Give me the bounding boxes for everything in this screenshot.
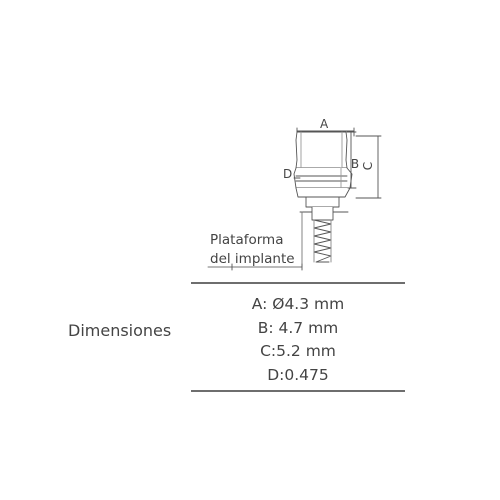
abutment-diagram: A B C D bbox=[207, 117, 382, 271]
dimensions-list: A: Ø4.3 mm B: 4.7 mm C:5.2 mm D:0.475 bbox=[191, 293, 405, 387]
top-divider bbox=[191, 282, 405, 284]
label-a: A bbox=[320, 117, 329, 131]
bottom-divider bbox=[191, 390, 405, 392]
platform-label-line-2: del implante bbox=[210, 251, 295, 267]
abutment-screw-shank bbox=[311, 206, 334, 221]
dimension-c-value: C:5.2 mm bbox=[260, 342, 336, 360]
platform-label-line-1: Plataforma bbox=[210, 232, 284, 248]
abutment-head bbox=[295, 131, 348, 169]
dimension-c-line bbox=[355, 135, 382, 199]
abutment-neck bbox=[295, 187, 351, 198]
abutment-screw-thread bbox=[313, 219, 332, 263]
label-c: C bbox=[361, 162, 375, 170]
label-b: B bbox=[351, 157, 359, 171]
dimension-d-value: D:0.475 bbox=[267, 365, 329, 384]
abutment-collar bbox=[293, 167, 353, 189]
dimension-b-value: B: 4.7 mm bbox=[257, 318, 339, 337]
dimensions-heading: Dimensiones bbox=[68, 321, 172, 340]
label-d: D bbox=[283, 167, 292, 181]
dimension-a-value: A: Ø4.3 mm bbox=[251, 295, 345, 313]
